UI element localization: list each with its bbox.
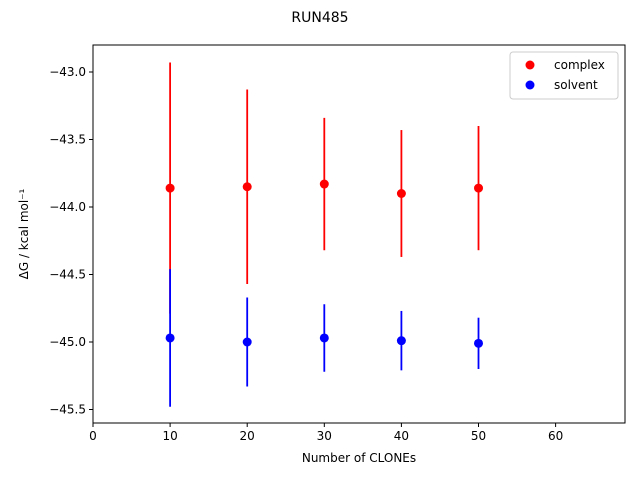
data-point-complex <box>474 183 484 193</box>
y-axis-label: ΔG / kcal mol⁻¹ <box>17 188 31 279</box>
x-tick-label: 30 <box>317 429 332 443</box>
y-tick-label: −44.0 <box>49 200 86 214</box>
legend-label-solvent: solvent <box>554 78 598 92</box>
data-point-complex <box>242 182 252 192</box>
data-point-solvent <box>242 337 252 347</box>
y-tick-label: −45.0 <box>49 335 86 349</box>
x-tick-label: 60 <box>548 429 563 443</box>
y-tick-label: −44.5 <box>49 268 86 282</box>
data-point-solvent <box>165 333 175 343</box>
axes-frame <box>92 44 626 424</box>
y-tick-label: −43.5 <box>49 133 86 147</box>
chart-title: RUN485 <box>291 10 348 26</box>
data-point-complex <box>165 183 175 193</box>
x-axis-label: Number of CLONEs <box>302 451 416 465</box>
legend-box <box>509 51 619 100</box>
legend: complex solvent <box>509 51 619 100</box>
x-tick-label: 40 <box>394 429 409 443</box>
data-point-solvent <box>396 336 406 346</box>
plot-area: 0 10 20 30 40 50 60 −45.5 −45.0 −44.5 −44.0 −43.5 −4… <box>49 44 626 443</box>
data-point-complex <box>396 189 406 198</box>
legend-marker-complex <box>525 60 535 70</box>
x-tick-label: 0 <box>89 429 97 443</box>
data-point-solvent <box>319 333 329 343</box>
legend-label-complex: complex <box>554 58 605 72</box>
legend-marker-solvent <box>525 80 535 90</box>
y-tick-label: −45.5 <box>49 403 86 417</box>
y-tick-label: −43.0 <box>49 65 86 79</box>
data-point-solvent <box>474 338 484 348</box>
data-point-complex <box>319 179 329 189</box>
x-tick-label: 20 <box>240 429 255 443</box>
x-tick-label: 50 <box>471 429 486 443</box>
x-tick-label: 10 <box>162 429 177 443</box>
